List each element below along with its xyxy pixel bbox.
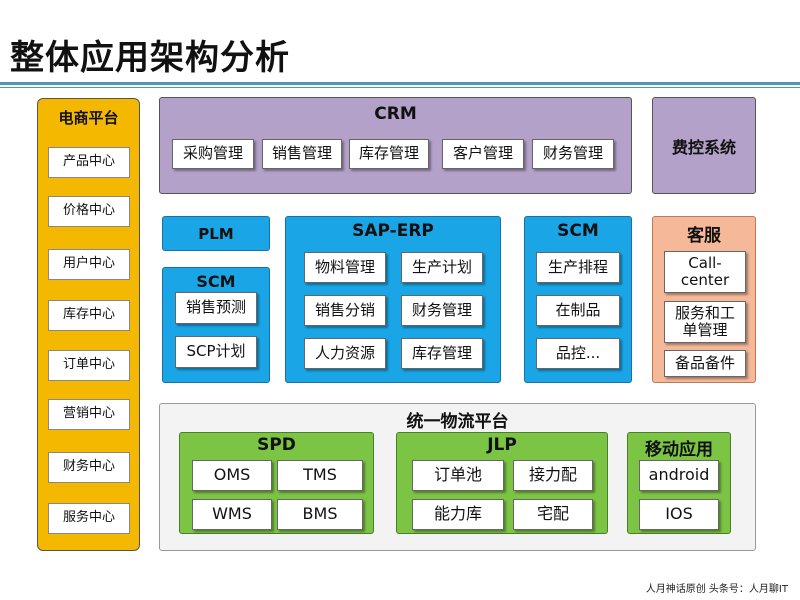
- spd-item-tms: TMS: [277, 460, 363, 491]
- expense-control-system: 费控系统: [652, 97, 756, 194]
- spd-title: SPD: [257, 435, 296, 455]
- jlp-item-home-delivery: 宅配: [513, 499, 593, 530]
- ecommerce-item-service: 服务中心: [48, 503, 130, 534]
- mobile-title: 移动应用: [645, 440, 713, 460]
- scm-right-title: SCM: [557, 221, 599, 241]
- mobile-item-ios: IOS: [639, 499, 719, 530]
- scm-left-item-scp: SCP计划: [175, 336, 257, 368]
- cs-item-ticket-management: 服务和工单管理: [664, 301, 746, 343]
- customer-service-module: 客服 Call-center 服务和工单管理 备品备件: [652, 216, 756, 383]
- jlp-item-order-pool: 订单池: [412, 460, 504, 491]
- crm-item-finance: 财务管理: [532, 139, 614, 169]
- spd-item-bms: BMS: [277, 499, 363, 530]
- crm-item-sales: 销售管理: [262, 139, 342, 169]
- mobile-app-module: 移动应用 android IOS: [627, 432, 731, 534]
- ecommerce-title: 电商平台: [58, 109, 119, 127]
- sap-item-sales-distribution: 销售分销: [304, 295, 386, 326]
- ecommerce-platform: 电商平台 产品中心 价格中心 用户中心 库存中心 订单中心 营销中心 财务中心 …: [37, 98, 140, 551]
- scm-left-item-forecast: 销售预测: [175, 292, 257, 324]
- logistics-platform: 统一物流平台 SPD OMS TMS WMS BMS JLP 订单池 接力配 能…: [159, 403, 756, 551]
- cs-item-spare-parts: 备品备件: [664, 350, 746, 377]
- ecommerce-item-order: 订单中心: [48, 350, 130, 381]
- jlp-module: JLP 订单池 接力配 能力库 宅配: [396, 432, 608, 534]
- scm-left-title: SCM: [196, 272, 236, 291]
- footer-credit: 人月神话原创 头条号：人月聊IT: [645, 584, 788, 595]
- ecommerce-item-price: 价格中心: [48, 196, 130, 227]
- sap-item-hr: 人力资源: [304, 338, 386, 369]
- ecommerce-item-finance: 财务中心: [48, 452, 130, 483]
- crm-item-purchase: 采购管理: [172, 139, 254, 169]
- plm-module: PLM: [162, 216, 270, 251]
- ecommerce-item-marketing: 营销中心: [48, 399, 130, 430]
- sap-item-inventory: 库存管理: [401, 338, 483, 369]
- sap-erp-title: SAP-ERP: [352, 221, 434, 241]
- scm-right-item-qc: 品控...: [536, 338, 620, 369]
- jlp-title: JLP: [487, 435, 517, 455]
- ecommerce-item-inventory: 库存中心: [48, 300, 130, 331]
- jlp-item-capacity: 能力库: [412, 499, 504, 530]
- spd-item-wms: WMS: [192, 499, 272, 530]
- scm-right-item-scheduling: 生产排程: [536, 252, 620, 283]
- scm-left-module: SCM 销售预测 SCP计划: [162, 267, 270, 383]
- title-divider-thin: [0, 87, 800, 88]
- mobile-item-android: android: [639, 460, 719, 491]
- sap-item-finance: 财务管理: [401, 295, 483, 326]
- title-divider: [0, 82, 800, 85]
- cs-item-call-center: Call-center: [664, 251, 746, 293]
- spd-item-oms: OMS: [192, 460, 272, 491]
- ecommerce-item-user: 用户中心: [48, 249, 130, 280]
- crm-item-customer: 客户管理: [442, 139, 524, 169]
- sap-item-material: 物料管理: [304, 252, 386, 283]
- sap-erp-module: SAP-ERP 物料管理 生产计划 销售分销 财务管理 人力资源 库存管理: [285, 216, 501, 383]
- scm-right-module: SCM 生产排程 在制品 品控...: [524, 216, 632, 383]
- crm-module: CRM 采购管理 销售管理 库存管理 客户管理 财务管理: [159, 97, 632, 194]
- spd-module: SPD OMS TMS WMS BMS: [179, 432, 374, 534]
- customer-service-title: 客服: [687, 226, 721, 246]
- sap-item-production-plan: 生产计划: [401, 252, 483, 283]
- logistics-title: 统一物流平台: [406, 412, 509, 432]
- ecommerce-item-product: 产品中心: [48, 147, 130, 178]
- crm-item-inventory: 库存管理: [349, 139, 429, 169]
- page-title: 整体应用架构分析: [10, 38, 290, 78]
- scm-right-item-wip: 在制品: [536, 295, 620, 326]
- crm-title: CRM: [374, 104, 417, 124]
- jlp-item-relay: 接力配: [513, 460, 593, 491]
